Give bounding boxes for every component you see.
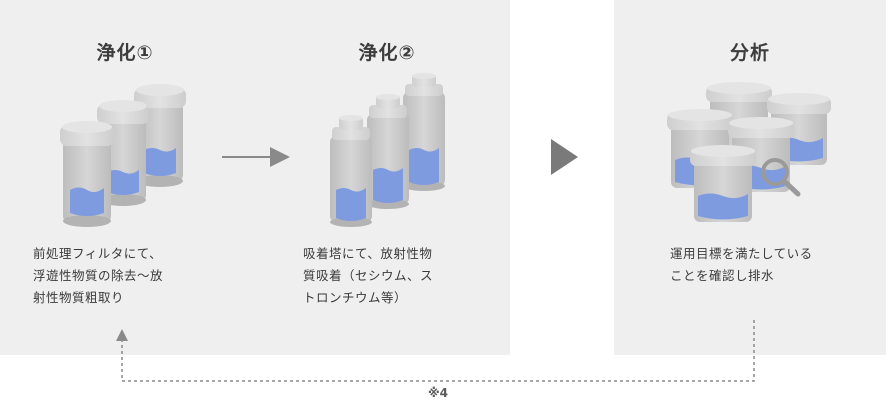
analysis-jars-magnifier-icon bbox=[667, 82, 831, 222]
stage-description-1: 前処理フィルタにて、 浮遊性物質の除去～放 射性物質粗取り bbox=[33, 246, 164, 305]
return-loop-line bbox=[121, 320, 755, 382]
stage-title-3: 分析 bbox=[729, 42, 770, 64]
stage-title-1: 浄化① bbox=[96, 42, 154, 64]
bottle-back bbox=[134, 84, 186, 187]
stage-title-2: 浄化② bbox=[358, 42, 416, 64]
stage-description-2: 吸着塔にて、放射性物 質吸着（セシウム、ス トロンチウム等） bbox=[303, 246, 434, 305]
footnote-label: ※4 bbox=[428, 386, 449, 400]
adsorption-tower-bottles-icon bbox=[330, 73, 445, 227]
return-loop-arrowhead bbox=[116, 329, 128, 341]
stage-arrow-to-analysis bbox=[551, 139, 578, 175]
stage-description-3: 運用目標を満たしている ことを確認し排水 bbox=[670, 246, 813, 283]
magnifier-icon bbox=[761, 158, 801, 197]
filter-bottles-icon bbox=[60, 84, 186, 227]
bottle-front bbox=[60, 121, 114, 227]
